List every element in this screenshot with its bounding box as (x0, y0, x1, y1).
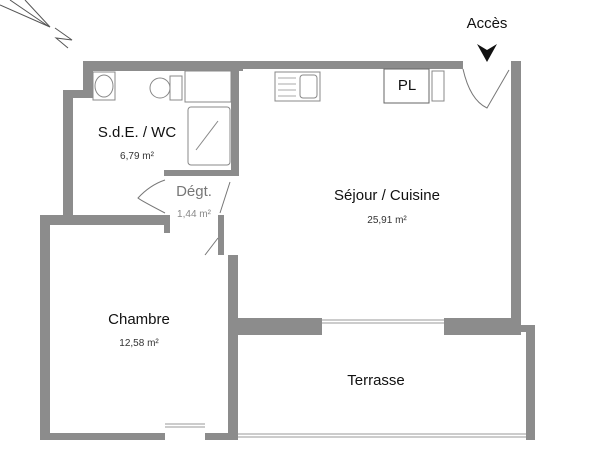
toilet-icon (149, 77, 171, 99)
room-area-sejour-cuisine: 25,91 m² (367, 215, 407, 226)
room-name-sde-wc: S.d.E. / WC (97, 124, 177, 141)
room-name-chambre: Chambre (108, 311, 170, 328)
doors (137, 68, 510, 256)
room-area-degt: 1,44 m² (177, 209, 211, 220)
openings (165, 319, 526, 438)
access-label: Accès (466, 15, 508, 32)
placard-pl (383, 68, 430, 104)
placard-label: PL (397, 77, 417, 94)
room-name-degt: Dégt. (176, 183, 212, 200)
room-name-terrasse: Terrasse (347, 372, 405, 389)
sink-icon (92, 71, 116, 101)
north-arrow-icon (0, 0, 73, 49)
room-area-sde-wc: 6,79 m² (120, 151, 154, 162)
cupboard (184, 70, 232, 103)
walls (40, 61, 535, 440)
kitchen-sink-icon (274, 71, 321, 102)
room-area-chambre: 12,58 m² (119, 338, 159, 349)
fixtures (92, 68, 445, 166)
room-name-sejour-cuisine: Séjour / Cuisine (334, 187, 440, 204)
shower-icon (187, 106, 231, 166)
arrow-down-icon (477, 44, 497, 62)
